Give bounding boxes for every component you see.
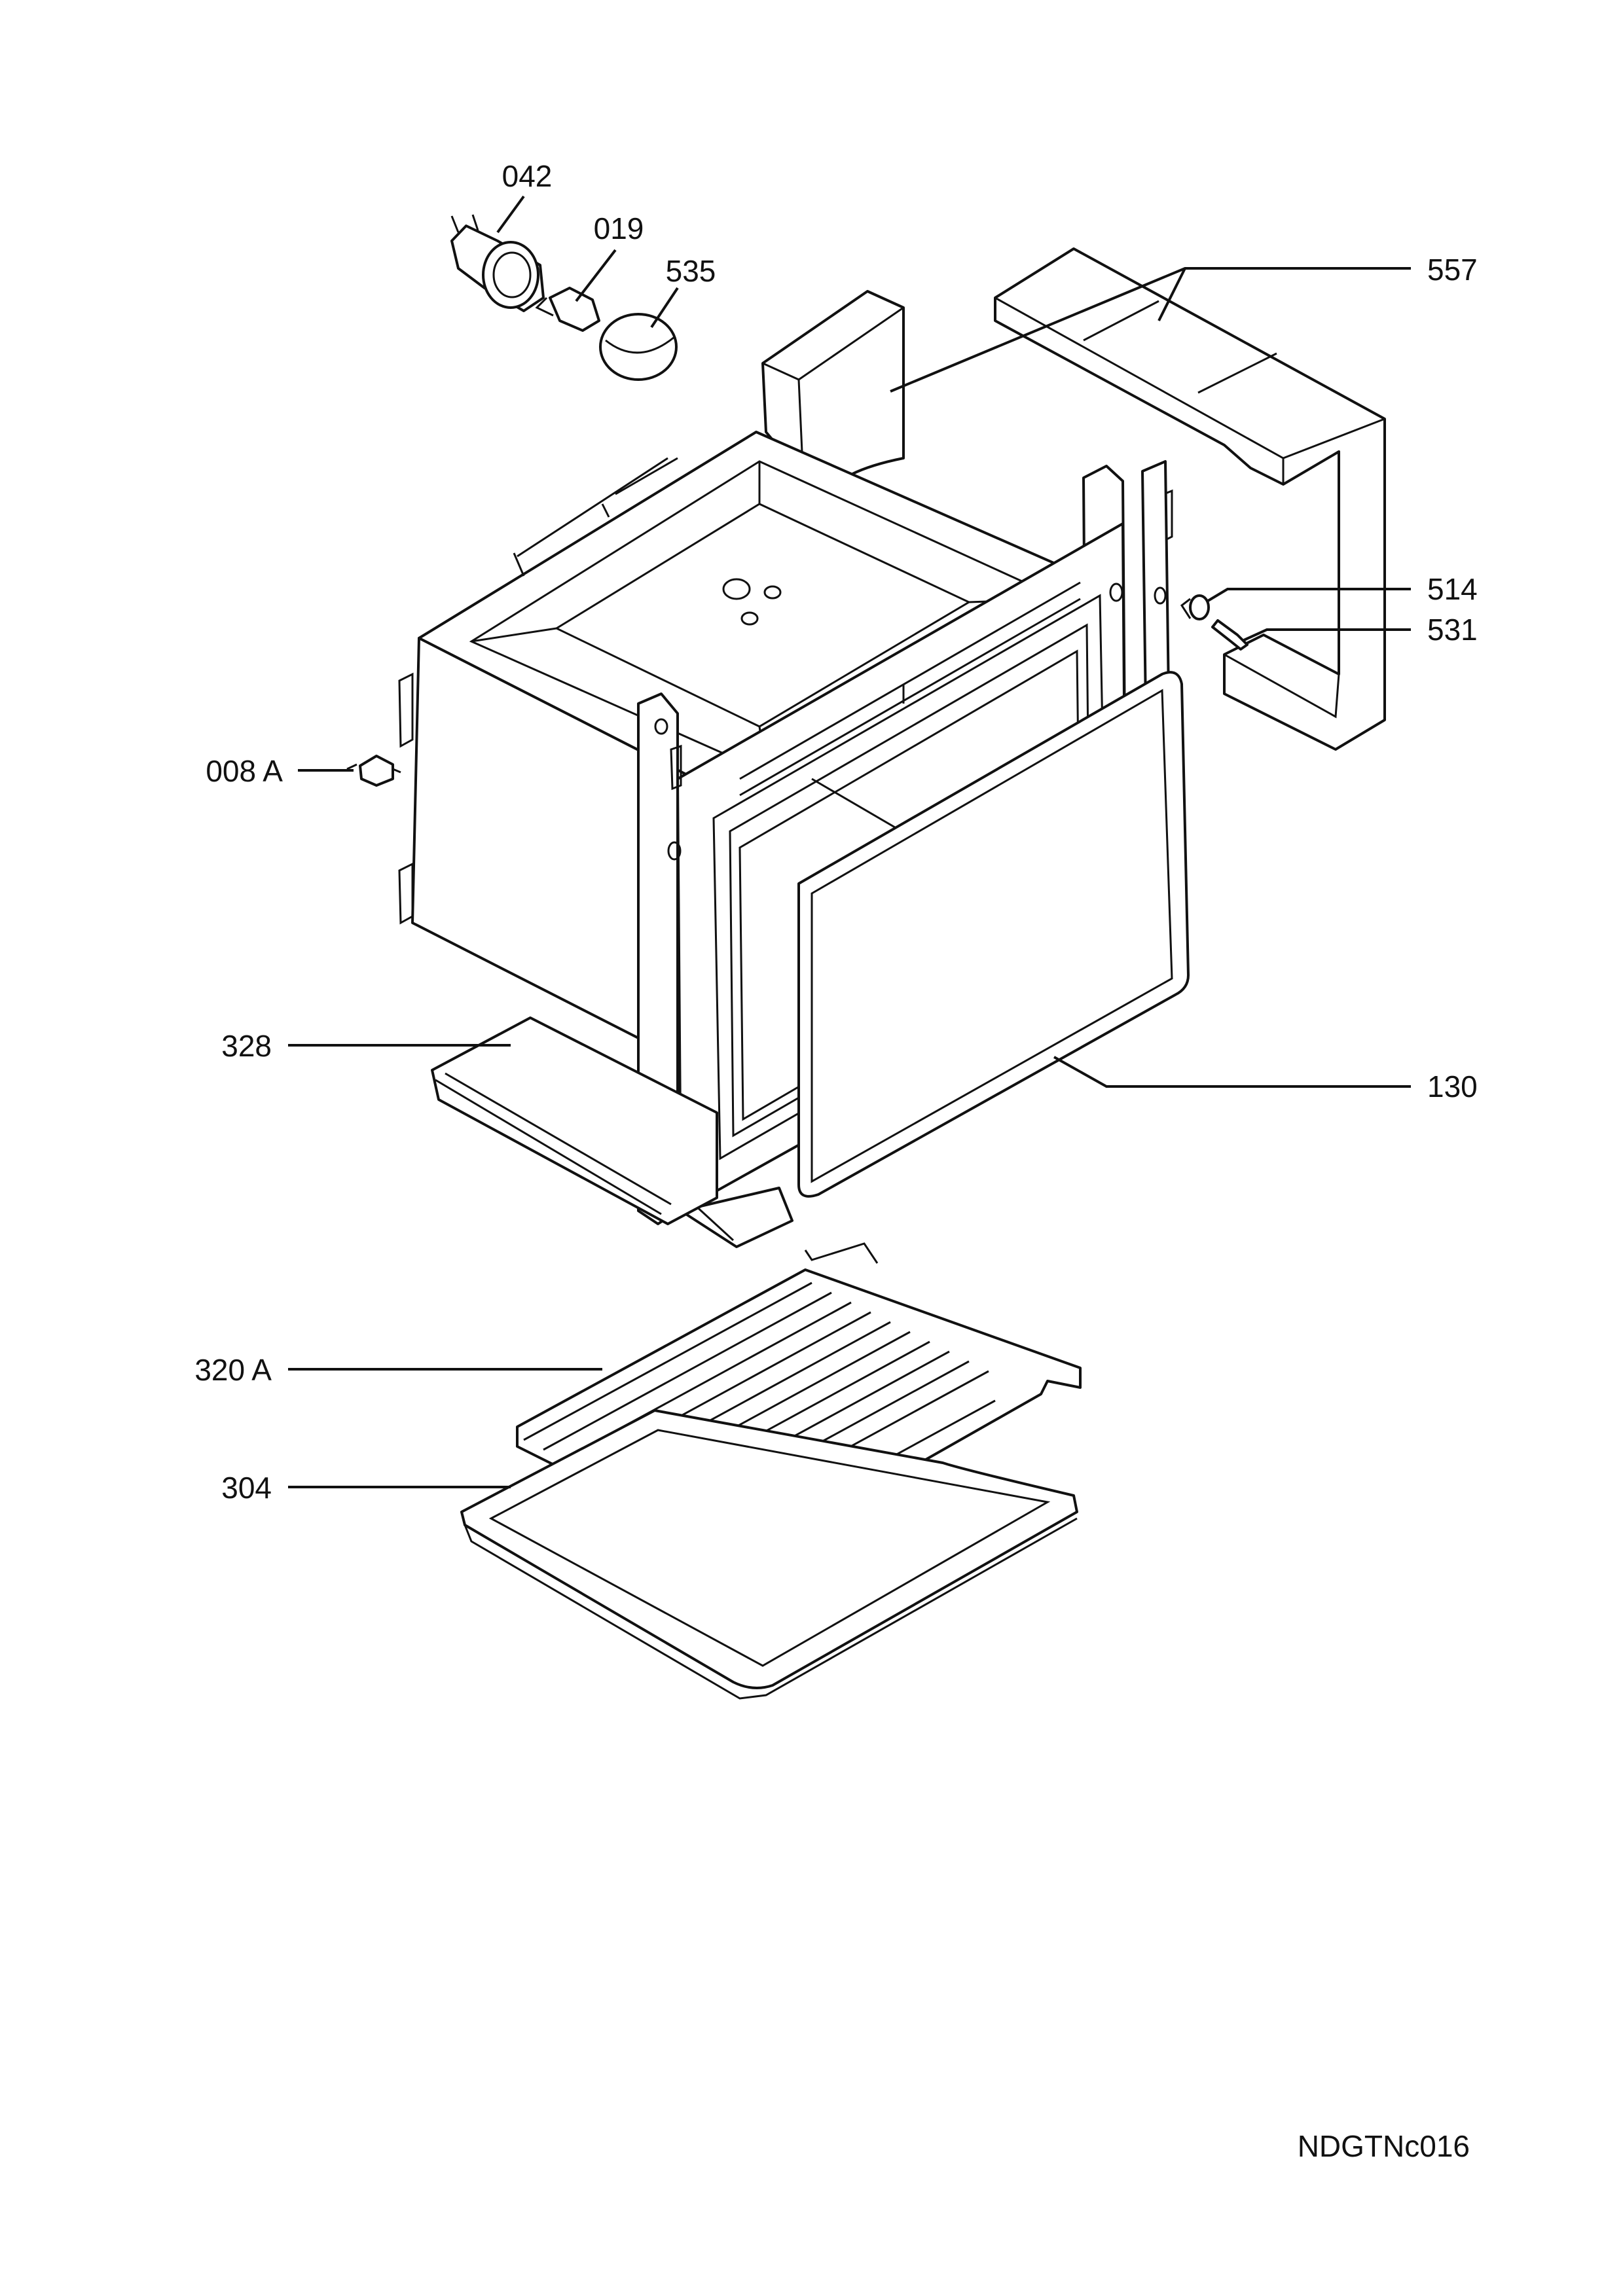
- door-seal-part: [797, 671, 1190, 1198]
- washer-part: [1180, 594, 1210, 620]
- part-label-535: 535: [666, 254, 716, 288]
- part-label-514: 514: [1427, 572, 1478, 606]
- part-label-304: 304: [221, 1471, 272, 1505]
- lamp-holder-part: [450, 214, 545, 312]
- part-label-042: 042: [502, 159, 553, 193]
- lamp-bulb-part: [535, 287, 600, 332]
- baking-tray-part: [460, 1409, 1078, 1700]
- screw-part: [1211, 619, 1249, 651]
- part-label-130: 130: [1427, 1069, 1478, 1103]
- part-label-008a: 008 A: [206, 754, 283, 788]
- lamp-cover-part: [599, 313, 678, 381]
- part-label-320a: 320 A: [194, 1353, 272, 1387]
- insulation-panel-large: [994, 247, 1386, 751]
- thermal-fuse-part: [346, 755, 401, 787]
- part-label-019: 019: [594, 211, 644, 245]
- part-label-531: 531: [1427, 613, 1478, 647]
- part-label-557: 557: [1427, 253, 1478, 287]
- drawing-reference: NDGTNc016: [1298, 2129, 1470, 2163]
- bottom-plate-part: [431, 1016, 718, 1225]
- part-label-328: 328: [221, 1029, 272, 1063]
